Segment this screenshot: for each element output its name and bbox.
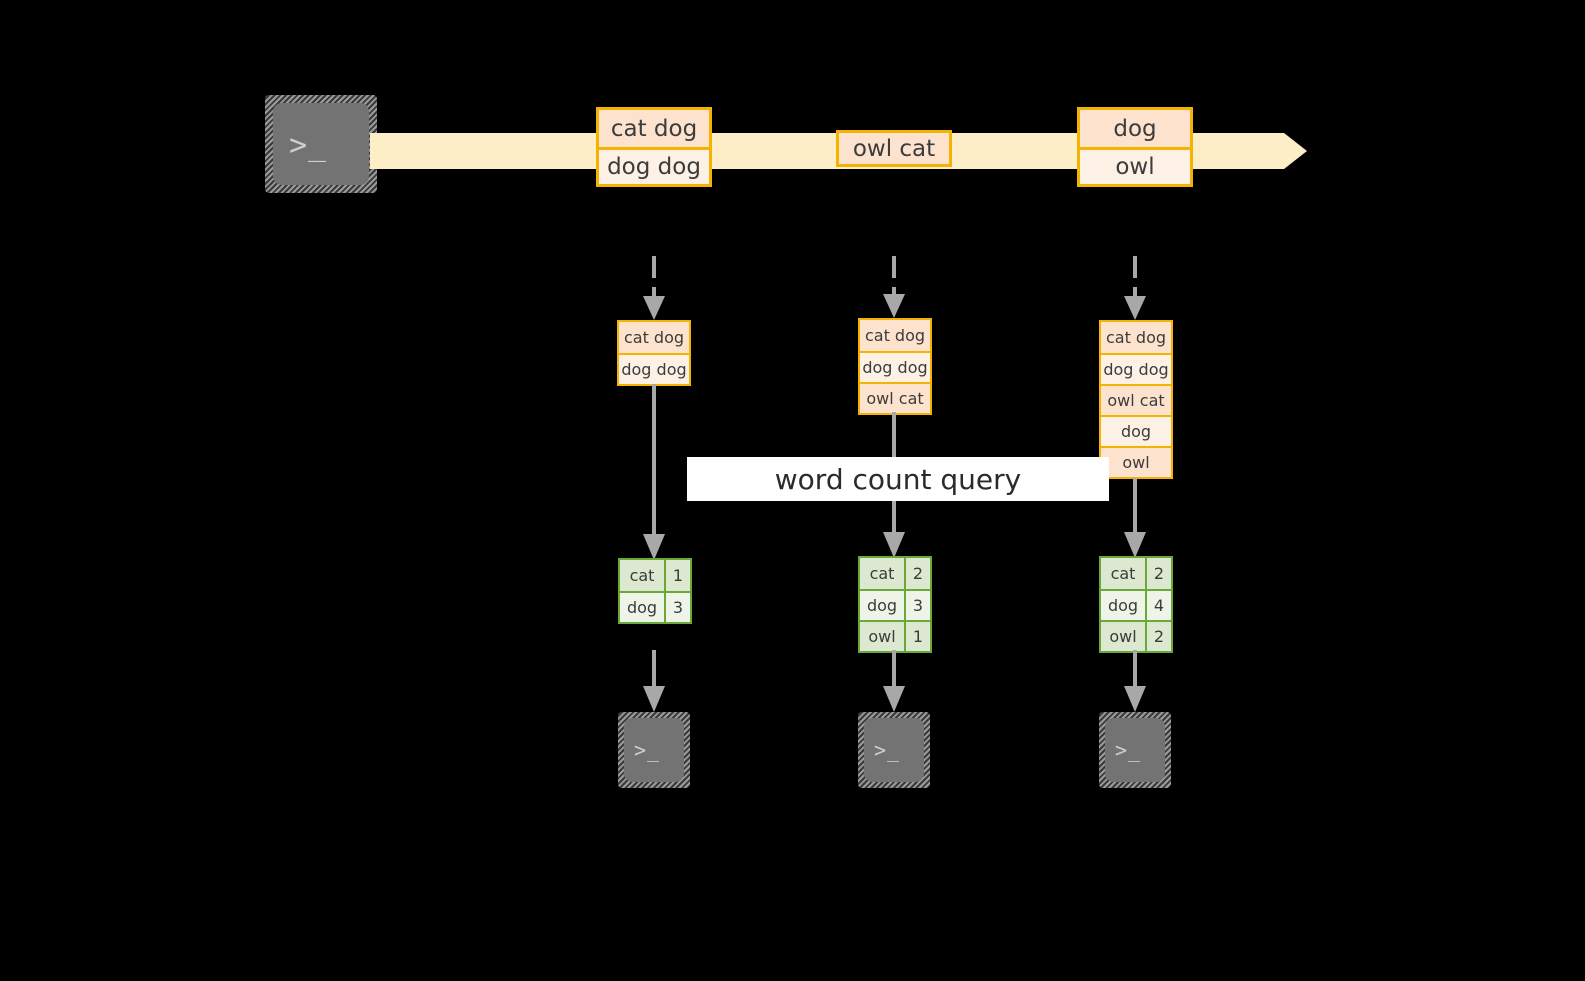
terminal-screen: >_ (273, 103, 369, 185)
snapshot-tap-arrow-2 (880, 256, 908, 320)
result-row: cat 1 (620, 560, 690, 591)
result-count: 4 (1145, 591, 1171, 620)
result-count: 1 (664, 560, 690, 591)
stream-message-batch-1: cat dog dog dog (596, 107, 712, 187)
result-count: 2 (904, 558, 930, 589)
result-row: dog 3 (620, 591, 690, 622)
snapshot-tap-arrow-1 (640, 256, 668, 322)
result-row: cat 2 (1101, 558, 1171, 589)
result-count: 3 (664, 593, 690, 622)
snapshot-2-result-table: cat 2 dog 3 owl 1 (858, 556, 932, 653)
result-word: dog (620, 593, 664, 622)
terminal-prompt-glyph: >_ (634, 738, 661, 762)
result-word: dog (860, 591, 904, 620)
output-arrow-2 (880, 650, 908, 712)
consumer-terminal-icon-1: >_ (618, 712, 690, 788)
result-row: owl 1 (860, 620, 930, 651)
result-word: cat (1101, 558, 1145, 589)
snapshot-tap-arrow-3 (1121, 256, 1149, 322)
result-count: 3 (904, 591, 930, 620)
terminal-prompt-glyph: >_ (1115, 738, 1142, 762)
terminal-prompt-glyph: >_ (289, 128, 328, 163)
stream-message-batch-2: owl cat (836, 130, 952, 167)
stack-line: dog dog (860, 351, 930, 382)
producer-terminal-icon: >_ (265, 95, 377, 193)
output-arrow-3 (1121, 650, 1149, 712)
result-row: dog 3 (860, 589, 930, 620)
result-count: 2 (1145, 622, 1171, 651)
output-arrow-1 (640, 650, 668, 712)
snapshot-3-input-stack: cat dog dog dog owl cat dog owl (1099, 320, 1173, 479)
result-row: owl 2 (1101, 620, 1171, 651)
consumer-terminal-icon-3: >_ (1099, 712, 1171, 788)
consumer-terminal-icon-2: >_ (858, 712, 930, 788)
stack-line: owl cat (860, 382, 930, 413)
stream-message-batch-3: dog owl (1077, 107, 1193, 187)
stack-line: dog dog (619, 353, 689, 384)
result-row: dog 4 (1101, 589, 1171, 620)
result-word: cat (860, 558, 904, 589)
message-line: dog dog (599, 147, 709, 184)
result-row: cat 2 (860, 558, 930, 589)
result-count: 2 (1145, 558, 1171, 589)
stack-line: dog (1101, 415, 1171, 446)
result-word: owl (860, 622, 904, 651)
terminal-prompt-glyph: >_ (874, 738, 901, 762)
message-line: cat dog (599, 110, 709, 147)
stack-line: dog dog (1101, 353, 1171, 384)
stack-line: owl (1101, 446, 1171, 477)
result-word: cat (620, 560, 664, 591)
snapshot-1-result-table: cat 1 dog 3 (618, 558, 692, 624)
result-word: dog (1101, 591, 1145, 620)
message-line: owl cat (839, 133, 949, 164)
terminal-screen: >_ (1105, 718, 1165, 782)
terminal-screen: >_ (864, 718, 924, 782)
query-arrow-1 (640, 384, 668, 560)
terminal-screen: >_ (624, 718, 684, 782)
stack-line: owl cat (1101, 384, 1171, 415)
stack-line: cat dog (1101, 322, 1171, 353)
snapshot-1-input-stack: cat dog dog dog (617, 320, 691, 386)
query-label: word count query (687, 457, 1109, 501)
stack-line: cat dog (619, 322, 689, 353)
message-line: dog (1080, 110, 1190, 147)
snapshot-3-result-table: cat 2 dog 4 owl 2 (1099, 556, 1173, 653)
message-line: owl (1080, 147, 1190, 184)
query-arrow-3 (1121, 478, 1149, 558)
snapshot-2-input-stack: cat dog dog dog owl cat (858, 318, 932, 415)
result-word: owl (1101, 622, 1145, 651)
result-count: 1 (904, 622, 930, 651)
stack-line: cat dog (860, 320, 930, 351)
